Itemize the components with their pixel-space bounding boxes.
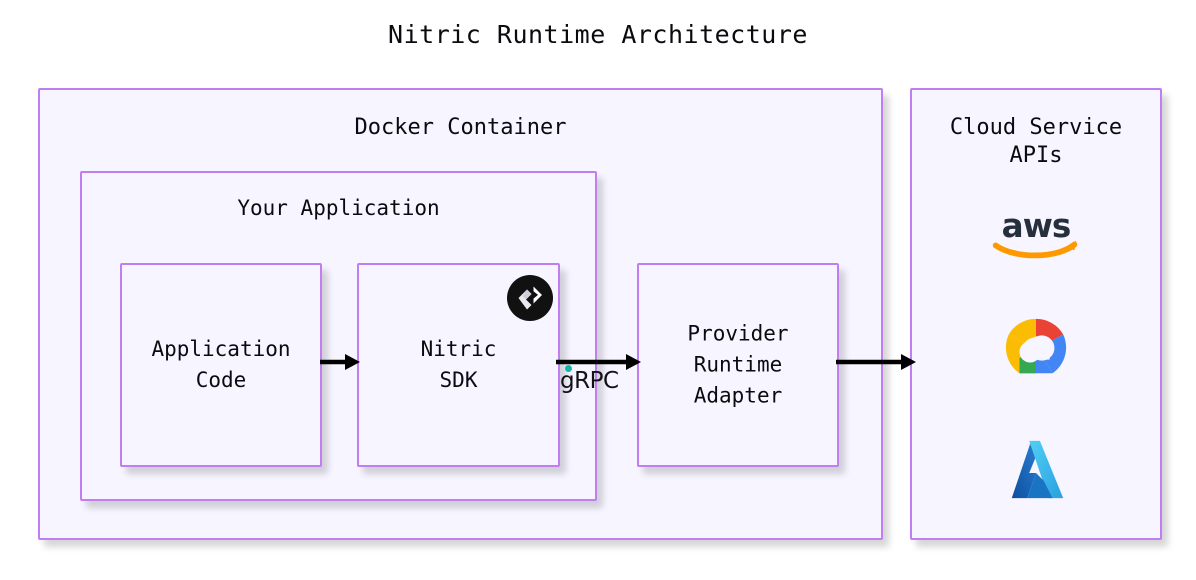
nitric-sdk-box: Nitric SDK [357,263,560,467]
provider-runtime-adapter-label: Provider Runtime Adapter [687,321,789,408]
cloud-service-apis-label: Cloud Service APIs [949,115,1123,169]
azure-logo-icon [912,438,1160,504]
arrow-sdk-to-adapter-icon [556,348,641,376]
arrow-adapter-to-cloud-icon [836,348,916,376]
arrow-code-to-sdk-icon [320,348,360,376]
docker-container-label: Docker Container [354,115,567,140]
nitric-sdk-label: Nitric SDK [420,336,497,392]
your-application-label: Your Application [237,196,440,220]
nitric-logo-icon [507,275,553,321]
gcp-logo-icon [912,315,1160,381]
page-title: Nitric Runtime Architecture [388,20,808,49]
grpc-connection-label: gRPC [560,368,619,394]
aws-logo-icon: aws [912,205,1160,259]
provider-runtime-adapter-box: Provider Runtime Adapter [637,263,839,467]
grpc-accent-dot-icon [565,365,572,372]
application-code-box: Application Code [120,263,322,467]
application-code-label: Application Code [151,336,291,392]
cloud-service-apis-box: Cloud Service APIs aws [910,88,1162,540]
svg-text:aws: aws [1002,207,1071,245]
